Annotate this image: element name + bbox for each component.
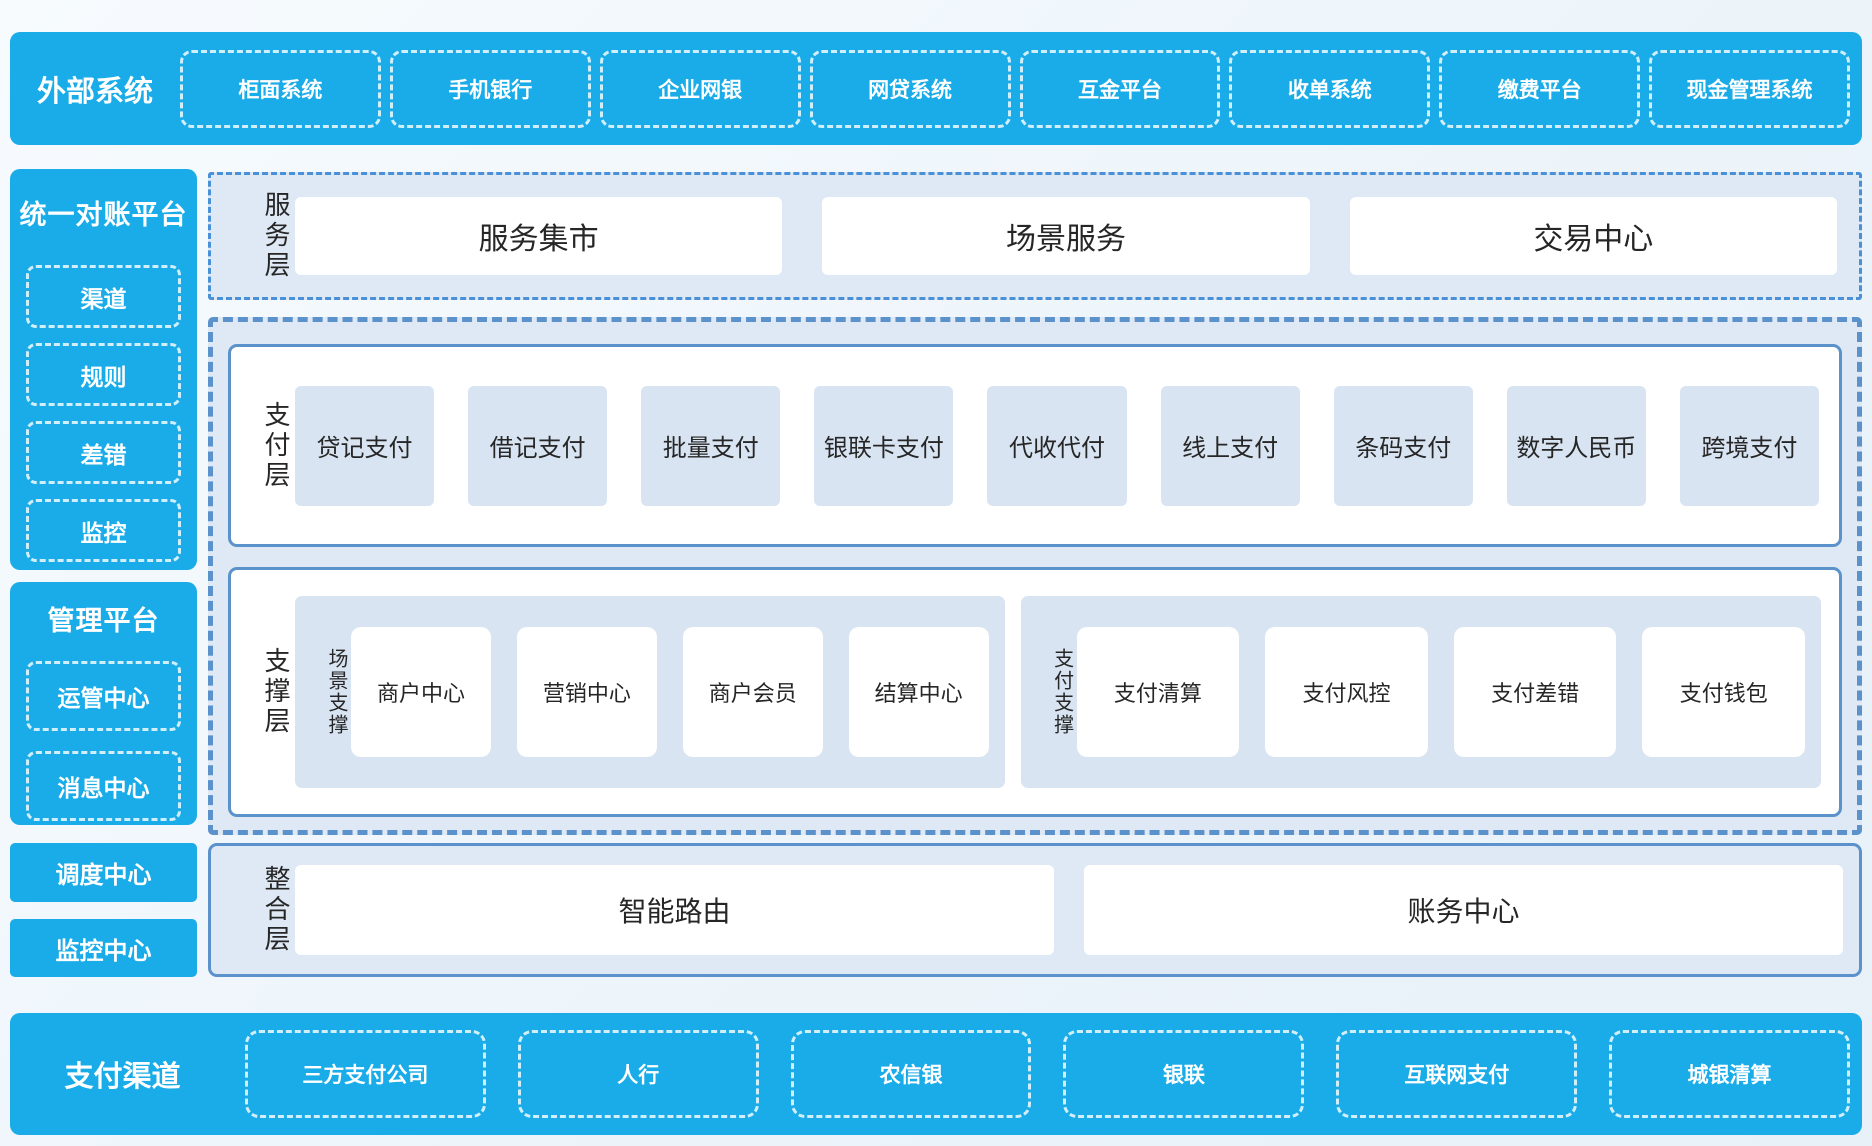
scene-support-item: 商户会员 [682,627,823,757]
payment-channel-item: 银联 [1063,1030,1305,1118]
payment-layer-label: 支付层 [261,400,291,491]
management-item: 运管中心 [26,661,181,731]
dispatch-center-block: 调度中心 [10,843,197,902]
payment-support-item: 支付差错 [1453,627,1617,757]
external-system-item: 缴费平台 [1439,49,1641,128]
payment-channel-item: 农信银 [790,1030,1032,1118]
payment-support-wrapper: 支付层 贷记支付 借记支付 批量支付 银联卡支付 代收代付 线上支付 条码支付 … [208,317,1862,835]
integration-layer-items: 智能路由 账务中心 [295,865,1843,955]
service-item: 场景服务 [822,197,1310,275]
management-platform-block: 管理平台 运管中心 消息中心 [10,582,197,825]
scene-support-items: 商户中心 营销中心 商户会员 结算中心 [351,627,989,757]
payment-item: 贷记支付 [295,385,435,506]
reconciliation-platform-block: 统一对账平台 渠道 规则 差错 监控 [10,169,197,570]
reconciliation-platform-title: 统一对账平台 [19,200,188,230]
reconciliation-item: 渠道 [26,265,181,328]
external-systems-items: 柜面系统 手机银行 企业网银 网贷系统 互金平台 收单系统 缴费平台 现金管理系… [180,32,1862,145]
payment-item: 借记支付 [468,385,608,506]
external-systems-title: 外部系统 [36,75,153,108]
management-items: 运管中心 消息中心 [10,661,197,821]
scene-support-label: 场景支撑 [325,648,347,736]
payment-item: 跨境支付 [1679,385,1819,506]
external-system-item: 互金平台 [1019,49,1221,128]
service-layer-label: 服务层 [261,191,291,281]
payment-layer: 支付层 贷记支付 借记支付 批量支付 银联卡支付 代收代付 线上支付 条码支付 … [228,344,1842,547]
external-system-item: 收单系统 [1229,49,1431,128]
external-system-item: 企业网银 [599,49,801,128]
payment-item: 代收代付 [987,385,1127,506]
service-item: 交易中心 [1349,197,1837,275]
external-system-item: 柜面系统 [180,49,381,128]
monitor-center-block: 监控中心 [10,919,197,977]
support-layer-groups: 场景支撑 商户中心 营销中心 商户会员 结算中心 支付支撑 支付清算 支付风控 … [295,596,1821,788]
reconciliation-item: 规则 [26,343,181,406]
payment-support-items: 支付清算 支付风控 支付差错 支付钱包 [1076,627,1806,757]
service-item: 服务集市 [295,197,783,275]
scene-support-item: 商户中心 [351,627,491,757]
external-system-item: 手机银行 [389,49,591,128]
payment-channels-bar: 支付渠道 三方支付公司 人行 农信银 银联 互联网支付 城银清算 [10,1013,1862,1135]
external-system-item: 网贷系统 [809,49,1011,128]
support-layer: 支撑层 场景支撑 商户中心 营销中心 商户会员 结算中心 支付支撑 支付清算 支… [228,567,1842,817]
payment-channel-item: 三方支付公司 [245,1030,486,1118]
scene-support-group: 场景支撑 商户中心 营销中心 商户会员 结算中心 [295,596,1005,788]
service-layer: 服务层 服务集市 场景服务 交易中心 [208,172,1862,300]
scene-support-item: 营销中心 [516,627,657,757]
payment-channel-item: 人行 [517,1030,759,1118]
management-item: 消息中心 [26,751,181,821]
payment-support-item: 支付钱包 [1642,627,1806,757]
payment-support-item: 支付清算 [1076,627,1240,757]
integration-layer-label: 整合层 [261,865,291,955]
payment-channels-items: 三方支付公司 人行 农信银 银联 互联网支付 城银清算 [235,1013,1862,1135]
integration-layer: 整合层 智能路由 账务中心 [208,843,1862,977]
external-systems-bar: 外部系统 柜面系统 手机银行 企业网银 网贷系统 互金平台 收单系统 缴费平台 … [10,32,1862,145]
reconciliation-item: 差错 [26,421,181,484]
service-layer-items: 服务集市 场景服务 交易中心 [295,197,1837,275]
reconciliation-items: 渠道 规则 差错 监控 [10,265,197,562]
reconciliation-item: 监控 [26,499,181,562]
integration-item: 账务中心 [1084,865,1843,955]
scene-support-item: 结算中心 [848,627,989,757]
payment-item: 批量支付 [641,385,781,506]
payment-support-label: 支付支撑 [1050,648,1073,736]
payment-item: 线上支付 [1160,385,1300,506]
payment-channel-item: 城银清算 [1609,1030,1850,1118]
payment-support-item: 支付风控 [1265,627,1428,757]
payment-item: 条码支付 [1333,385,1473,506]
payment-channel-item: 互联网支付 [1336,1030,1578,1118]
payment-channels-title: 支付渠道 [64,1061,181,1093]
payment-item: 银联卡支付 [814,385,954,506]
integration-item: 智能路由 [295,865,1054,955]
support-layer-label: 支撑层 [261,647,291,737]
payment-layer-items: 贷记支付 借记支付 批量支付 银联卡支付 代收代付 线上支付 条码支付 数字人民… [295,385,1819,506]
external-system-item: 现金管理系统 [1649,49,1850,128]
payment-item: 数字人民币 [1506,385,1646,506]
management-platform-title: 管理平台 [47,606,160,636]
payment-support-group: 支付支撑 支付清算 支付风控 支付差错 支付钱包 [1020,596,1821,788]
